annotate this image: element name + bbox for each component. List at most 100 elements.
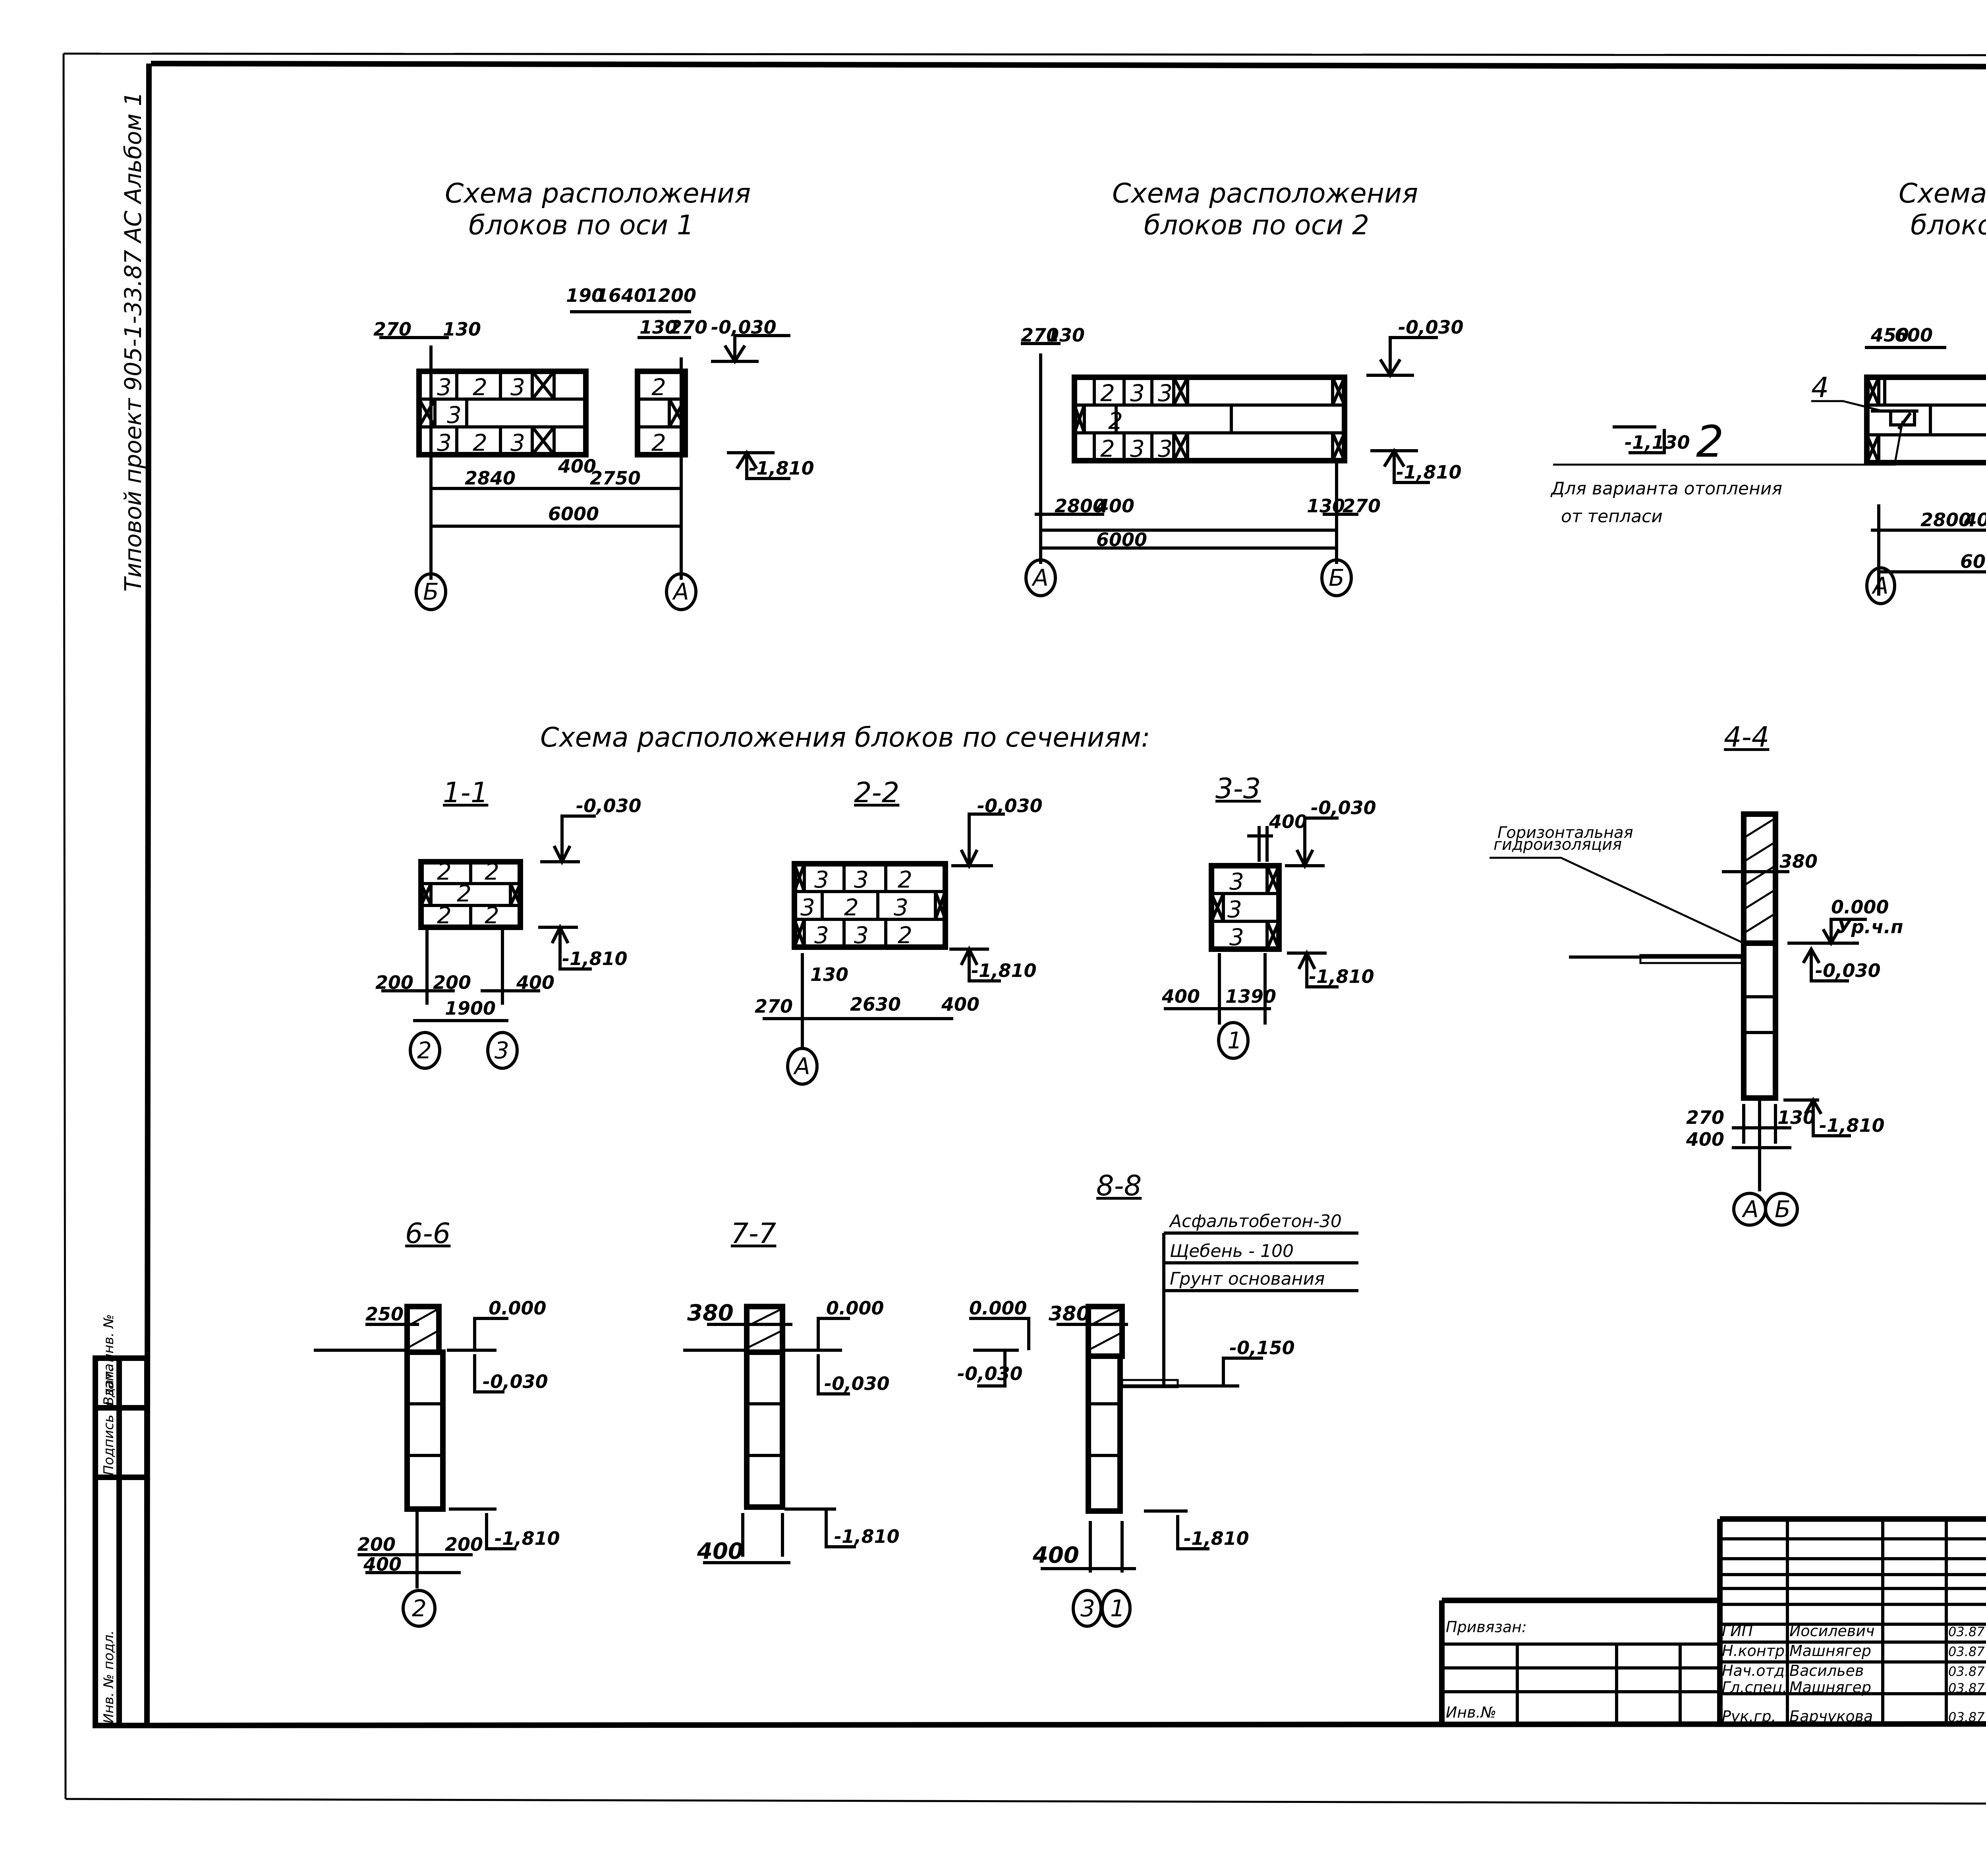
note: Для варианта отопления: [1550, 479, 1782, 499]
block-number: 3: [510, 429, 525, 456]
view-title: Схема расположения: [1899, 178, 1986, 209]
dimension: 400: [1096, 495, 1134, 517]
block-number: 2: [651, 429, 666, 456]
staff-name: Иосилевич: [1789, 1622, 1874, 1640]
dimension: 200: [433, 972, 471, 993]
left-stamp-label: Подпись и дата: [101, 1363, 117, 1475]
dimension: 270: [1343, 495, 1381, 517]
section-label: 7-7: [731, 1217, 776, 1250]
block-number: 3: [510, 374, 525, 401]
section-label: 2-2: [854, 776, 899, 809]
inv-no-label: Инв.№: [1446, 1704, 1496, 1721]
callout-number: 2: [1696, 416, 1724, 467]
dimension: 1200: [645, 285, 696, 306]
block-number: 3: [447, 401, 462, 428]
axis-bubble: А: [672, 578, 689, 605]
staff-date: 03.87: [1948, 1664, 1985, 1679]
section-6-6: 6-6 250 0.000 -0,030 -1,810 200 200 400 …: [314, 1217, 560, 1628]
level-mark: -0,150: [1229, 1337, 1295, 1359]
level-mark: 0.000: [489, 1297, 547, 1319]
dimension: 400: [516, 972, 554, 993]
dimension: 1900: [445, 998, 496, 1019]
dimension: 380: [1779, 851, 1818, 872]
level-mark: Ур.ч.п: [1837, 916, 1903, 938]
dimension: 6000: [1096, 529, 1147, 550]
level-mark: 0.000: [969, 1297, 1027, 1319]
dimension: 190: [566, 285, 604, 306]
dimension: 200: [375, 972, 413, 993]
section-4-4: 4-4 Горизонтальная гидроизоляция 380 0.0…: [1490, 721, 1903, 1227]
staff-date: 03.87: [1948, 1710, 1985, 1725]
dimension: 400: [697, 1538, 744, 1564]
dimension: 6000: [1960, 551, 1986, 572]
block-number: 2: [437, 902, 452, 929]
dimension: 400: [1032, 1542, 1079, 1568]
dimension: 130: [1047, 324, 1085, 346]
block-number: 3: [894, 894, 908, 921]
block-number: 2: [437, 858, 452, 885]
section-7-7: 7-7 380 0.000 -0,030 -1,810 400: [683, 1217, 900, 1564]
dimension: 2800: [1920, 509, 1971, 531]
pavement-layer: Щебень - 100: [1170, 1241, 1294, 1261]
dimension: 270: [1021, 324, 1059, 346]
dimension: 400: [1269, 811, 1307, 832]
block-number: 3: [814, 922, 829, 949]
block-number: 2: [651, 374, 666, 401]
section-label: 1-1: [443, 776, 488, 809]
block-number: 2: [473, 429, 487, 456]
dimension: 1640: [596, 285, 647, 306]
dimension: 400: [1161, 986, 1200, 1007]
block-number: 3: [854, 922, 869, 949]
left-stamp-label: Инв. № подл.: [101, 1630, 117, 1724]
staff-date: 03.87: [1948, 1624, 1985, 1639]
axis-bubble: А: [1871, 572, 1889, 599]
level-mark: -0,030: [711, 317, 777, 338]
sections-heading: Схема расположения блоков по сечениям:: [540, 722, 1150, 753]
staff-name: Машнягер: [1789, 1679, 1871, 1696]
level-mark: 0.000: [1831, 896, 1889, 918]
dimension: 2840: [465, 467, 516, 489]
left-stamp: Взам. инв. № Подпись и дата Инв. № подл.: [93, 1314, 150, 1728]
block-number: 3: [1229, 868, 1244, 895]
dimension: 6000: [548, 503, 599, 525]
level-mark: -1,810: [1184, 1528, 1249, 1549]
section-label: 3-3: [1215, 772, 1261, 805]
block-number: 2: [485, 858, 499, 885]
level-mark: -0,030: [483, 1371, 548, 1392]
block-number: 2: [898, 866, 912, 893]
level-mark: -1,810: [1819, 1115, 1885, 1136]
dimension: 130: [810, 964, 848, 985]
block-number: 3: [1229, 924, 1244, 951]
axis-bubble: 2: [412, 1595, 427, 1622]
view-subtitle: блоков по оси 2: [1144, 210, 1369, 241]
level-mark: -1,810: [1396, 461, 1462, 483]
section-8-8: 8-8 Асфальтобетон-30 Щебень - 100 Грунт …: [957, 1170, 1358, 1628]
dimension: 2800: [1055, 495, 1105, 517]
level-mark: -0,030: [1815, 960, 1881, 981]
dimension: 200: [357, 1534, 396, 1555]
level-mark: 0.000: [826, 1297, 884, 1319]
axis-bubble: А: [1741, 1196, 1759, 1223]
level-mark: -1,810: [834, 1526, 900, 1547]
staff-date: 03.87: [1948, 1644, 1985, 1659]
section-3-3: 3-3 3 3 3 400 400 1390 -0,030 -1,810 1: [1161, 772, 1376, 1060]
level-mark: -1,810: [495, 1528, 560, 1549]
staff-name: Барчукова: [1789, 1708, 1873, 1725]
staff-role: Гл.спец.: [1722, 1679, 1787, 1696]
block-number: 2: [473, 374, 487, 401]
side-stamp: Типовой проект 905-1-33.87 АС Альбом 1: [120, 92, 147, 592]
axis-bubble: Б: [423, 578, 439, 605]
level-mark: -0,030: [1311, 797, 1376, 818]
view-title: Схема расположения: [445, 178, 751, 209]
dimension: 2630: [850, 994, 901, 1015]
section-label: 4-4: [1724, 721, 1769, 753]
block-number: 3: [854, 866, 869, 893]
dimension: 1390: [1225, 986, 1276, 1007]
dimension: 400: [1686, 1129, 1724, 1150]
level-mark: -0,030: [957, 1363, 1023, 1384]
block-number: 3: [1158, 435, 1173, 462]
dimension: 270: [755, 996, 793, 1017]
level-mark: -1,810: [971, 960, 1037, 981]
dimension: 400: [363, 1554, 402, 1575]
axis-bubble: А: [1031, 564, 1049, 591]
